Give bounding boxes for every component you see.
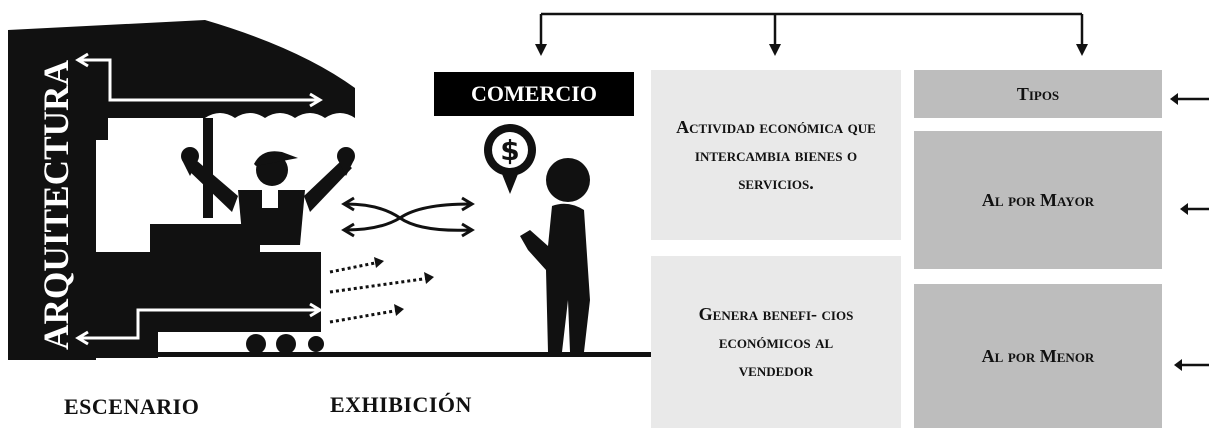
ground-line bbox=[96, 352, 656, 357]
arrow-left-icon bbox=[1174, 359, 1182, 371]
vendor-cap-icon bbox=[254, 151, 298, 166]
cart-top bbox=[150, 224, 260, 256]
benefits-text: Genera benefi- cios económicos al vended… bbox=[698, 304, 854, 380]
cart-base bbox=[96, 310, 158, 358]
arrow-down-icon bbox=[1076, 44, 1088, 56]
exhibicion-caption: EXHIBICIÓN bbox=[330, 392, 472, 417]
stall-frame bbox=[96, 100, 108, 140]
comercio-label: COMERCIO bbox=[434, 72, 634, 116]
umbrella-pole bbox=[203, 118, 213, 218]
wholesale-label: Al por Mayor bbox=[981, 190, 1095, 210]
definition-text: Actividad económica que intercambia bien… bbox=[676, 117, 876, 193]
arrow-down-icon bbox=[769, 44, 781, 56]
vendor-arm-right bbox=[304, 160, 352, 212]
retail-box: Al por Menor bbox=[914, 284, 1162, 428]
types-header-box: Tipos bbox=[914, 70, 1162, 118]
definition-box: Actividad económica que intercambia bien… bbox=[651, 70, 901, 240]
wholesale-box: Al por Mayor bbox=[914, 131, 1162, 269]
architecture-vertical-title: ARQUITECTURA bbox=[36, 60, 76, 350]
arrow-left-icon bbox=[1170, 93, 1178, 105]
buyer-body-icon bbox=[520, 203, 590, 352]
retail-label: Al por Menor bbox=[981, 346, 1095, 366]
exchange-arrows-icon bbox=[345, 202, 471, 232]
architecture-bar bbox=[8, 30, 96, 360]
wheel-icon bbox=[246, 334, 266, 354]
escenario-caption: ESCENARIO bbox=[64, 394, 200, 419]
wheel-icon bbox=[308, 336, 324, 352]
arrow-left-icon bbox=[1180, 203, 1188, 215]
types-header: Tipos bbox=[1016, 84, 1060, 104]
wheel-icon bbox=[276, 334, 296, 354]
buyer-head-icon bbox=[546, 158, 590, 202]
market-stall-illustration: ARQUITECTURA $ bbox=[8, 20, 656, 360]
benefits-box: Genera benefi- cios económicos al vended… bbox=[651, 256, 901, 428]
vendor-arm-left bbox=[186, 160, 238, 212]
exhibition-arrows-icon bbox=[329, 260, 431, 324]
dollar-icon: $ bbox=[500, 134, 519, 167]
